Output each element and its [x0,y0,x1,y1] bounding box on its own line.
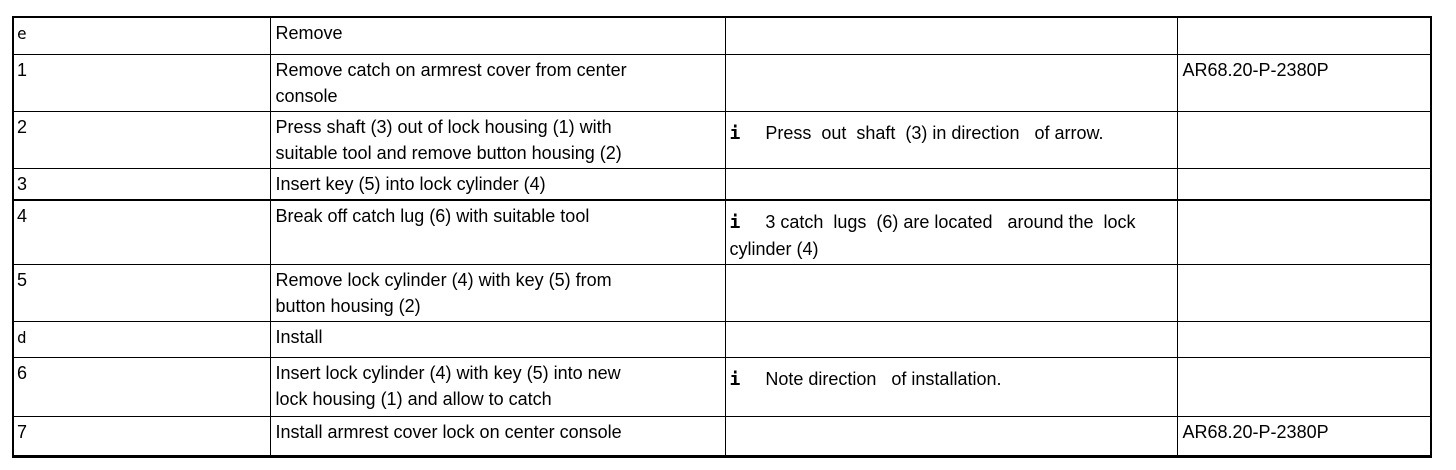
description-cell: Remove lock cylinder (4) with key (5) fr… [269,264,726,322]
note-text: Press out shaft (3) in direction of arro… [765,122,1104,143]
step-number: 5 [17,270,28,290]
note-cell [724,53,1178,112]
step-number: 7 [17,422,28,442]
note-cell [724,264,1178,322]
install-symbol-icon: d [17,328,27,347]
step-cell: 3 [12,167,271,201]
note-cell: i Note direction of installation. [724,357,1178,417]
reference-cell [1176,357,1432,417]
table-row: 7 Install armrest cover lock on center c… [12,416,1432,457]
step-number: 4 [17,205,28,226]
step-cell: e [12,16,271,55]
step-cell: 4 [12,199,271,265]
step-number: 6 [17,363,28,383]
step-number: 2 [17,116,28,137]
table-row: 5 Remove lock cylinder (4) with key (5) … [12,264,1432,322]
info-icon: i [729,122,741,144]
step-cell: 7 [12,416,271,457]
description-cell: Insert lock cylinder (4) with key (5) in… [269,357,726,417]
reference-cell: AR68.20-P-2380P [1176,53,1432,112]
description-cell: Remove catch on armrest cover from cente… [269,53,726,112]
reference-cell [1176,167,1432,201]
reference-cell [1176,321,1432,358]
table-row: e Remove [12,16,1432,55]
table-row: 6 Insert lock cylinder (4) with key (5) … [12,357,1432,417]
step-number: 3 [17,173,28,194]
note-text: Note direction of installation. [765,369,1002,389]
step-cell: 6 [12,357,271,417]
step-cell: 5 [12,264,271,322]
note-cell [724,416,1178,457]
table-row: d Install [12,321,1432,358]
table-row: 4 Break off catch lug (6) with suitable … [12,199,1432,265]
reference-cell [1176,110,1432,169]
table-row: 1 Remove catch on armrest cover from cen… [12,53,1432,112]
note-cell [724,16,1178,55]
description-cell: Remove [269,16,726,55]
note-text: 3 catch lugs (6) are located around the … [729,211,1136,259]
step-cell: 2 [12,110,271,169]
step-cell: d [12,321,271,358]
work-steps-table: e Remove 1 Remove catch on armrest cover… [12,16,1432,458]
table-row: 3 Insert key (5) into lock cylinder (4) [12,167,1432,201]
step-number: 1 [17,59,28,80]
remove-symbol-icon: e [17,24,27,43]
description-cell: Insert key (5) into lock cylinder (4) [269,167,726,201]
description-cell: Install [269,321,726,358]
info-icon: i [729,369,741,390]
table-row: 2 Press shaft (3) out of lock housing (1… [12,110,1432,169]
description-cell: Install armrest cover lock on center con… [269,416,726,457]
note-cell [724,321,1178,358]
note-cell: i Press out shaft (3) in direction of arr… [724,110,1178,169]
description-cell: Break off catch lug (6) with suitable to… [269,199,726,265]
description-cell: Press shaft (3) out of lock housing (1) … [269,110,726,169]
reference-cell [1176,16,1432,55]
info-icon: i [729,211,741,233]
reference-cell [1176,264,1432,322]
reference-cell: AR68.20-P-2380P [1176,416,1432,457]
note-cell [724,167,1178,201]
step-cell: 1 [12,53,271,112]
reference-cell [1176,199,1432,265]
